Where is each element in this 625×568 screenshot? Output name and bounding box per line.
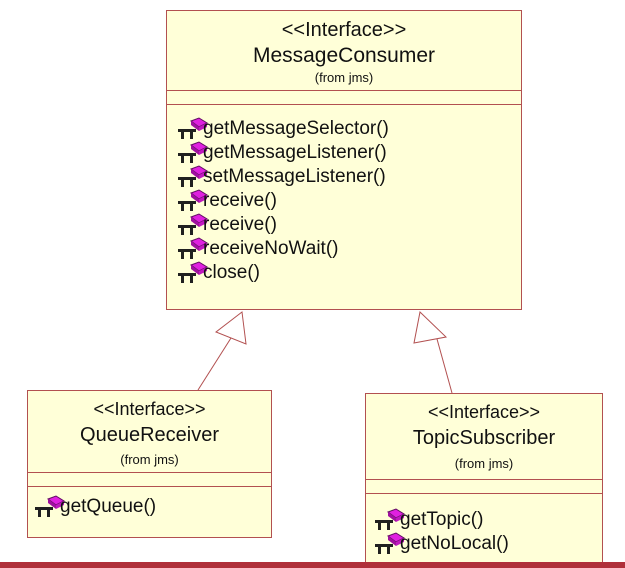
stereotype-label: <<Interface>> (93, 399, 206, 419)
operation-label: receive() (203, 214, 277, 235)
interface-name: TopicSubscriber (412, 427, 556, 449)
operation-label: receiveNoWait() (203, 238, 339, 259)
operation-item[interactable]: setMessageListener() (177, 165, 521, 189)
package-label: (from jms) (314, 70, 374, 85)
operation-label: getMessageSelector() (203, 118, 389, 139)
package-label: (from jms) (120, 452, 179, 467)
topic-subscriber-header: <<Interface>> TopicSubscriber (from jms) (366, 394, 602, 480)
operation-item[interactable]: close() (177, 261, 521, 285)
operations-compartment: getMessageSelector() getMessageListener(… (167, 105, 521, 285)
operation-item[interactable]: receive() (177, 213, 521, 237)
package-label: (from jms) (454, 456, 514, 471)
generalization-queue-receiver (197, 311, 247, 391)
attributes-compartment (28, 473, 271, 487)
operation-label: getQueue() (60, 496, 157, 517)
public-operation-icon (178, 141, 209, 163)
stereotype-label: <<Interface>> (281, 19, 407, 41)
generalization-topic-subscriber (413, 311, 453, 394)
operation-label: receive() (203, 190, 277, 211)
interface-name: QueueReceiver (80, 424, 219, 446)
public-operation-icon (375, 532, 406, 554)
operation-label: getTopic() (400, 509, 484, 530)
topic-subscriber-class-box[interactable]: <<Interface>> TopicSubscriber (from jms)… (365, 393, 603, 563)
operations-compartment: getQueue() (28, 487, 271, 519)
queue-receiver-header: <<Interface>> QueueReceiver (from jms) (28, 391, 271, 473)
operation-label: close() (203, 262, 261, 283)
queue-receiver-class-box[interactable]: <<Interface>> QueueReceiver (from jms) g… (27, 390, 272, 538)
operation-label: setMessageListener() (203, 166, 386, 187)
public-operation-icon (178, 189, 209, 211)
operation-item[interactable]: getTopic() (374, 508, 602, 532)
operations-compartment: getTopic() getNoLocal() (366, 494, 602, 556)
operation-item[interactable]: getMessageSelector() (177, 117, 521, 141)
operation-item[interactable]: receive() (177, 189, 521, 213)
public-operation-icon (178, 261, 209, 283)
stereotype-label: <<Interface>> (427, 402, 541, 422)
public-operation-icon (375, 508, 406, 530)
public-operation-icon (178, 237, 209, 259)
operation-item[interactable]: receiveNoWait() (177, 237, 521, 261)
attributes-compartment (167, 91, 521, 105)
public-operation-icon (178, 117, 209, 139)
message-consumer-class-box[interactable]: <<Interface>> MessageConsumer (from jms)… (166, 10, 522, 310)
operation-label: getNoLocal() (400, 533, 509, 554)
operation-item[interactable]: getNoLocal() (374, 532, 602, 556)
operation-item[interactable]: getMessageListener() (177, 141, 521, 165)
hollow-triangle-arrow-icon (214, 311, 247, 345)
public-operation-icon (178, 165, 209, 187)
operation-item[interactable]: getQueue() (34, 495, 271, 519)
bottom-accent-bar (0, 562, 625, 568)
hollow-triangle-arrow-icon (413, 311, 448, 344)
public-operation-icon (178, 213, 209, 235)
public-operation-icon (35, 495, 66, 517)
attributes-compartment (366, 480, 602, 494)
interface-name: MessageConsumer (252, 44, 436, 67)
message-consumer-header: <<Interface>> MessageConsumer (from jms) (167, 11, 521, 91)
operation-label: getMessageListener() (203, 142, 387, 163)
